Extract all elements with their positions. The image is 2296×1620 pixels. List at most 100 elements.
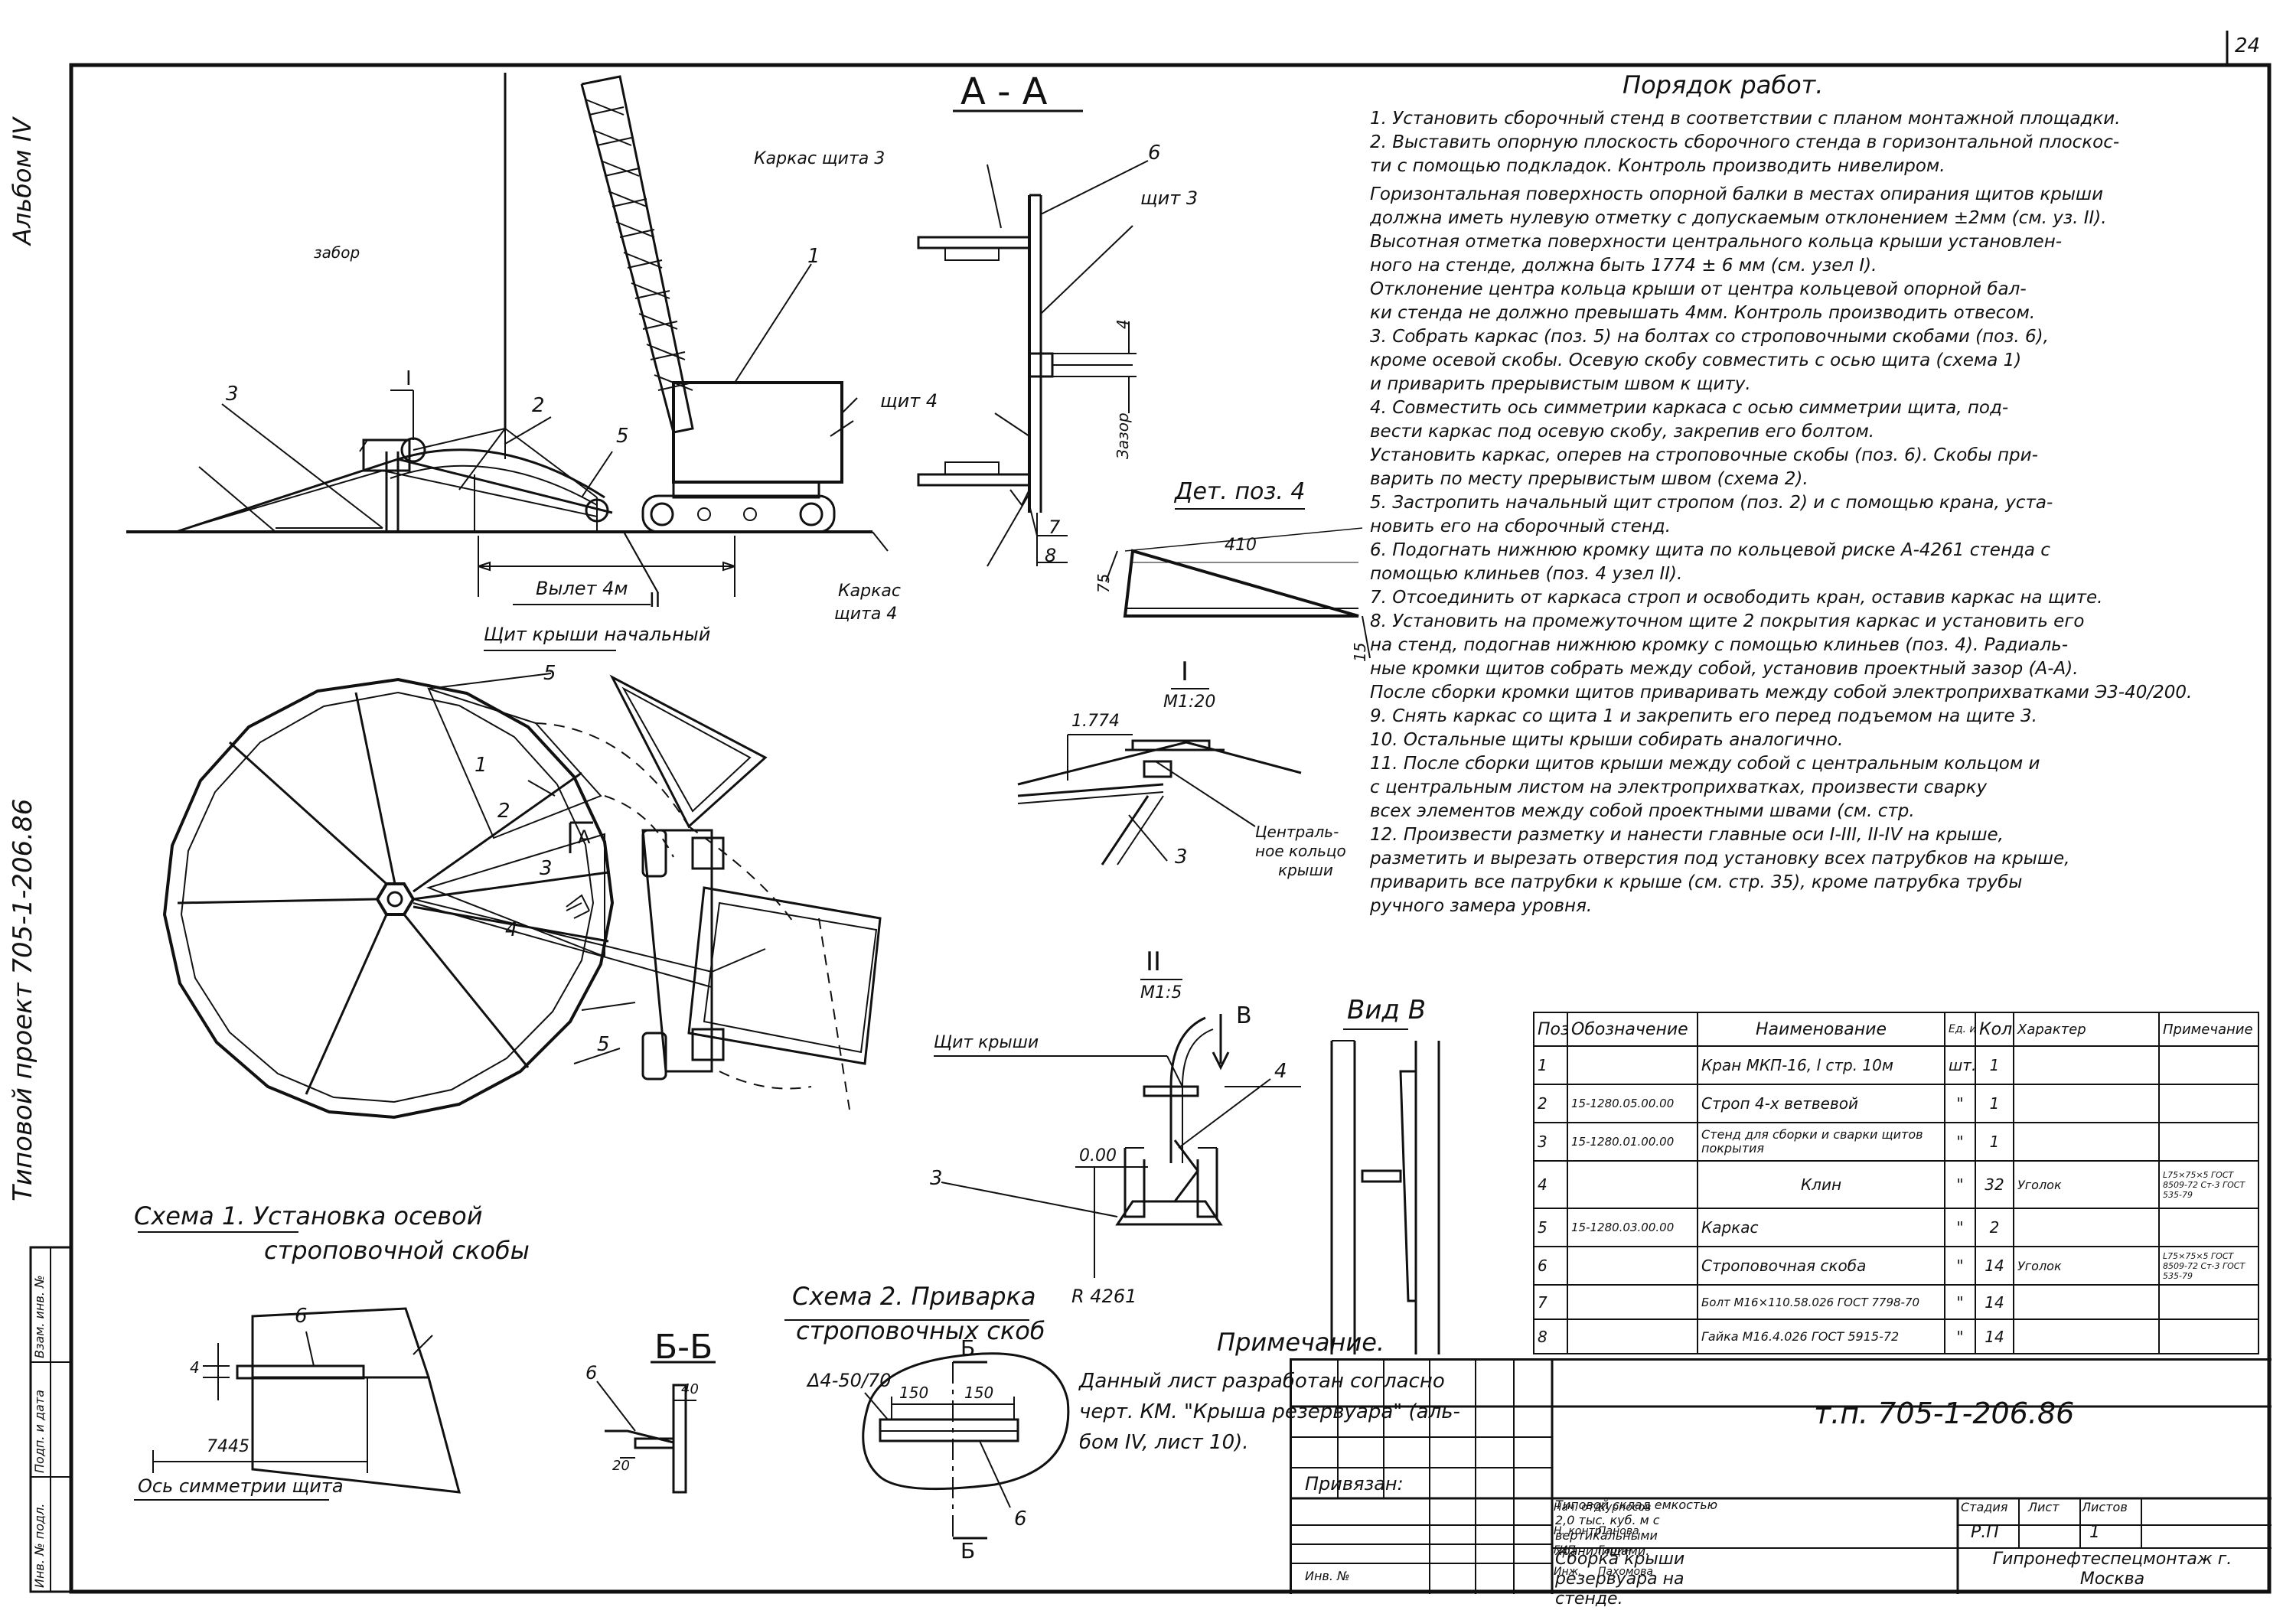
- callout-4-plan: 4: [505, 918, 518, 941]
- doc-code: т.п. 705-1-206.86: [1814, 1397, 2075, 1430]
- label-shit-nach: Щит крыши начальный: [484, 624, 711, 645]
- sheet-value: 1: [2089, 1523, 2100, 1542]
- role-2: Н. контр.: [1554, 1525, 1606, 1537]
- label-shit-3: щит 3: [1140, 187, 1199, 209]
- spec-header-row: Поз Обозначение Наименование Ед. изм. Ко…: [1533, 1012, 2259, 1047]
- label-fence: забор: [314, 243, 360, 262]
- cut-mark-a: [569, 821, 593, 853]
- callout-5-plan-top: 5: [543, 662, 556, 685]
- crane-side-view: [126, 73, 889, 605]
- sheet-frame: [69, 63, 2272, 1594]
- callout-1-crane: 1: [807, 245, 820, 268]
- scheme-1-title-b: строповочной скобы: [264, 1236, 530, 1265]
- view-v: [1330, 1028, 1440, 1354]
- label-shit-4: щит 4: [880, 390, 938, 412]
- label-node-2-ref: II: [649, 589, 661, 612]
- callout-2-plan: 2: [497, 800, 510, 823]
- label-section-a-mark: А: [578, 826, 591, 848]
- section-bb: [596, 1361, 716, 1494]
- plan-view: [162, 650, 882, 1120]
- section-bb-title: Б-Б: [654, 1328, 713, 1367]
- callout-5-plan-bottom: 5: [597, 1033, 610, 1056]
- note-line-2: черт. КМ. "Крыша резервуара" (аль-: [1079, 1400, 1460, 1423]
- cut-mark-b-bottom: Б: [960, 1538, 976, 1563]
- inv-no: Инв. №: [1305, 1569, 1350, 1583]
- note-line-3: бом IV, лист 10).: [1079, 1431, 1249, 1454]
- dim-4-scheme1: 4: [190, 1358, 200, 1377]
- callout-7-aa: 7: [1049, 517, 1061, 538]
- sheet-header: Лист: [2028, 1500, 2060, 1514]
- node-2: [934, 979, 1301, 1278]
- stage-header: Стадия: [1961, 1500, 2008, 1514]
- privyazan: Привязан:: [1305, 1473, 1404, 1495]
- sheet-name: Сборка крыши резер­вуара на стенде.: [1555, 1550, 1685, 1609]
- label-vid-v: Вид В: [1347, 995, 1427, 1025]
- callout-3-node2: 3: [930, 1167, 943, 1190]
- margin-podp: Подп. и дата: [32, 1390, 47, 1473]
- roof-polygon: [162, 677, 615, 1120]
- dim-75: 75: [1094, 573, 1113, 593]
- callout-6-scheme1: 6: [295, 1305, 308, 1328]
- label-karkas-shita-3: Каркас щита 3: [754, 149, 885, 168]
- dim-410: 410: [1225, 536, 1257, 555]
- detail-wedge: [1105, 508, 1371, 659]
- label-r4261: R 4261: [1071, 1286, 1137, 1307]
- label-karkas-4a: Каркас: [838, 582, 901, 601]
- note-title: Примечание.: [1217, 1328, 1385, 1357]
- label-d4: 4: [1114, 319, 1132, 329]
- scheme-2: [784, 1319, 1070, 1540]
- title-block: [1290, 1358, 2272, 1594]
- role-3: ГИП: [1554, 1544, 1576, 1556]
- callout-6-scheme2: 6: [1014, 1508, 1027, 1530]
- margin-inv-podl: Инв. № подл.: [32, 1503, 47, 1588]
- dim-150-left: 150: [899, 1384, 929, 1402]
- specification-table: Поз Обозначение Наименование Ед. изм. Ко…: [1533, 1012, 2259, 1354]
- label-vylet: Вылет 4м: [536, 578, 628, 599]
- procedure-list: 1. Установить сборочный стенд в соответс…: [1370, 109, 2193, 916]
- callout-1-plan: 1: [475, 754, 488, 777]
- label-central-a: Централь-: [1255, 823, 1339, 841]
- dim-15: 15: [1351, 642, 1369, 662]
- label-node-1: I: [406, 367, 412, 390]
- dim-20: 20: [612, 1458, 630, 1474]
- section-aa: [917, 109, 1149, 567]
- project-label: Типовой проект 705-1-206.86: [8, 798, 38, 1201]
- label-weld: Δ4-50/70: [807, 1370, 892, 1391]
- margin-vzam: Взам. инв. №: [32, 1275, 47, 1358]
- label-central-c: крыши: [1278, 861, 1333, 879]
- callout-3-plan: 3: [540, 857, 553, 880]
- scheme-1: [134, 1231, 461, 1501]
- role-4: Инж.: [1554, 1566, 1582, 1578]
- label-node-1-title: I: [1181, 657, 1189, 687]
- label-node-1-scale: М1:20: [1163, 693, 1216, 712]
- label-axis-sym: Ось симметрии щита: [138, 1475, 344, 1497]
- procedure-title: Порядок работ.: [1623, 70, 1824, 99]
- page-number: 24: [2235, 34, 2261, 57]
- dim-150-right: 150: [964, 1384, 994, 1402]
- cut-mark-b-top: Б: [960, 1335, 976, 1361]
- label-zero: 0.00: [1079, 1146, 1117, 1165]
- label-det-poz4: Дет. поз. 4: [1175, 478, 1306, 505]
- name-3: Гарин: [1598, 1544, 1632, 1556]
- callout-2-crane: 2: [532, 394, 545, 417]
- callout-4-node2: 4: [1274, 1060, 1287, 1083]
- scheme-1-title-a: Схема 1. Установка осевой: [134, 1201, 483, 1230]
- name-1: Курносов: [1598, 1501, 1652, 1514]
- label-shit-kryshi: Щит крыши: [934, 1033, 1039, 1052]
- label-arrow-v: В: [1236, 1002, 1252, 1029]
- callout-8-aa: 8: [1045, 545, 1057, 566]
- dim-7445: 7445: [207, 1437, 249, 1456]
- label-node-2-title: II: [1146, 947, 1162, 977]
- node-1: [1017, 688, 1302, 865]
- label-central-b: ное кольцо: [1255, 842, 1346, 860]
- label-node-2-scale: М1:5: [1140, 983, 1182, 1002]
- callout-6-aa: 6: [1148, 142, 1161, 165]
